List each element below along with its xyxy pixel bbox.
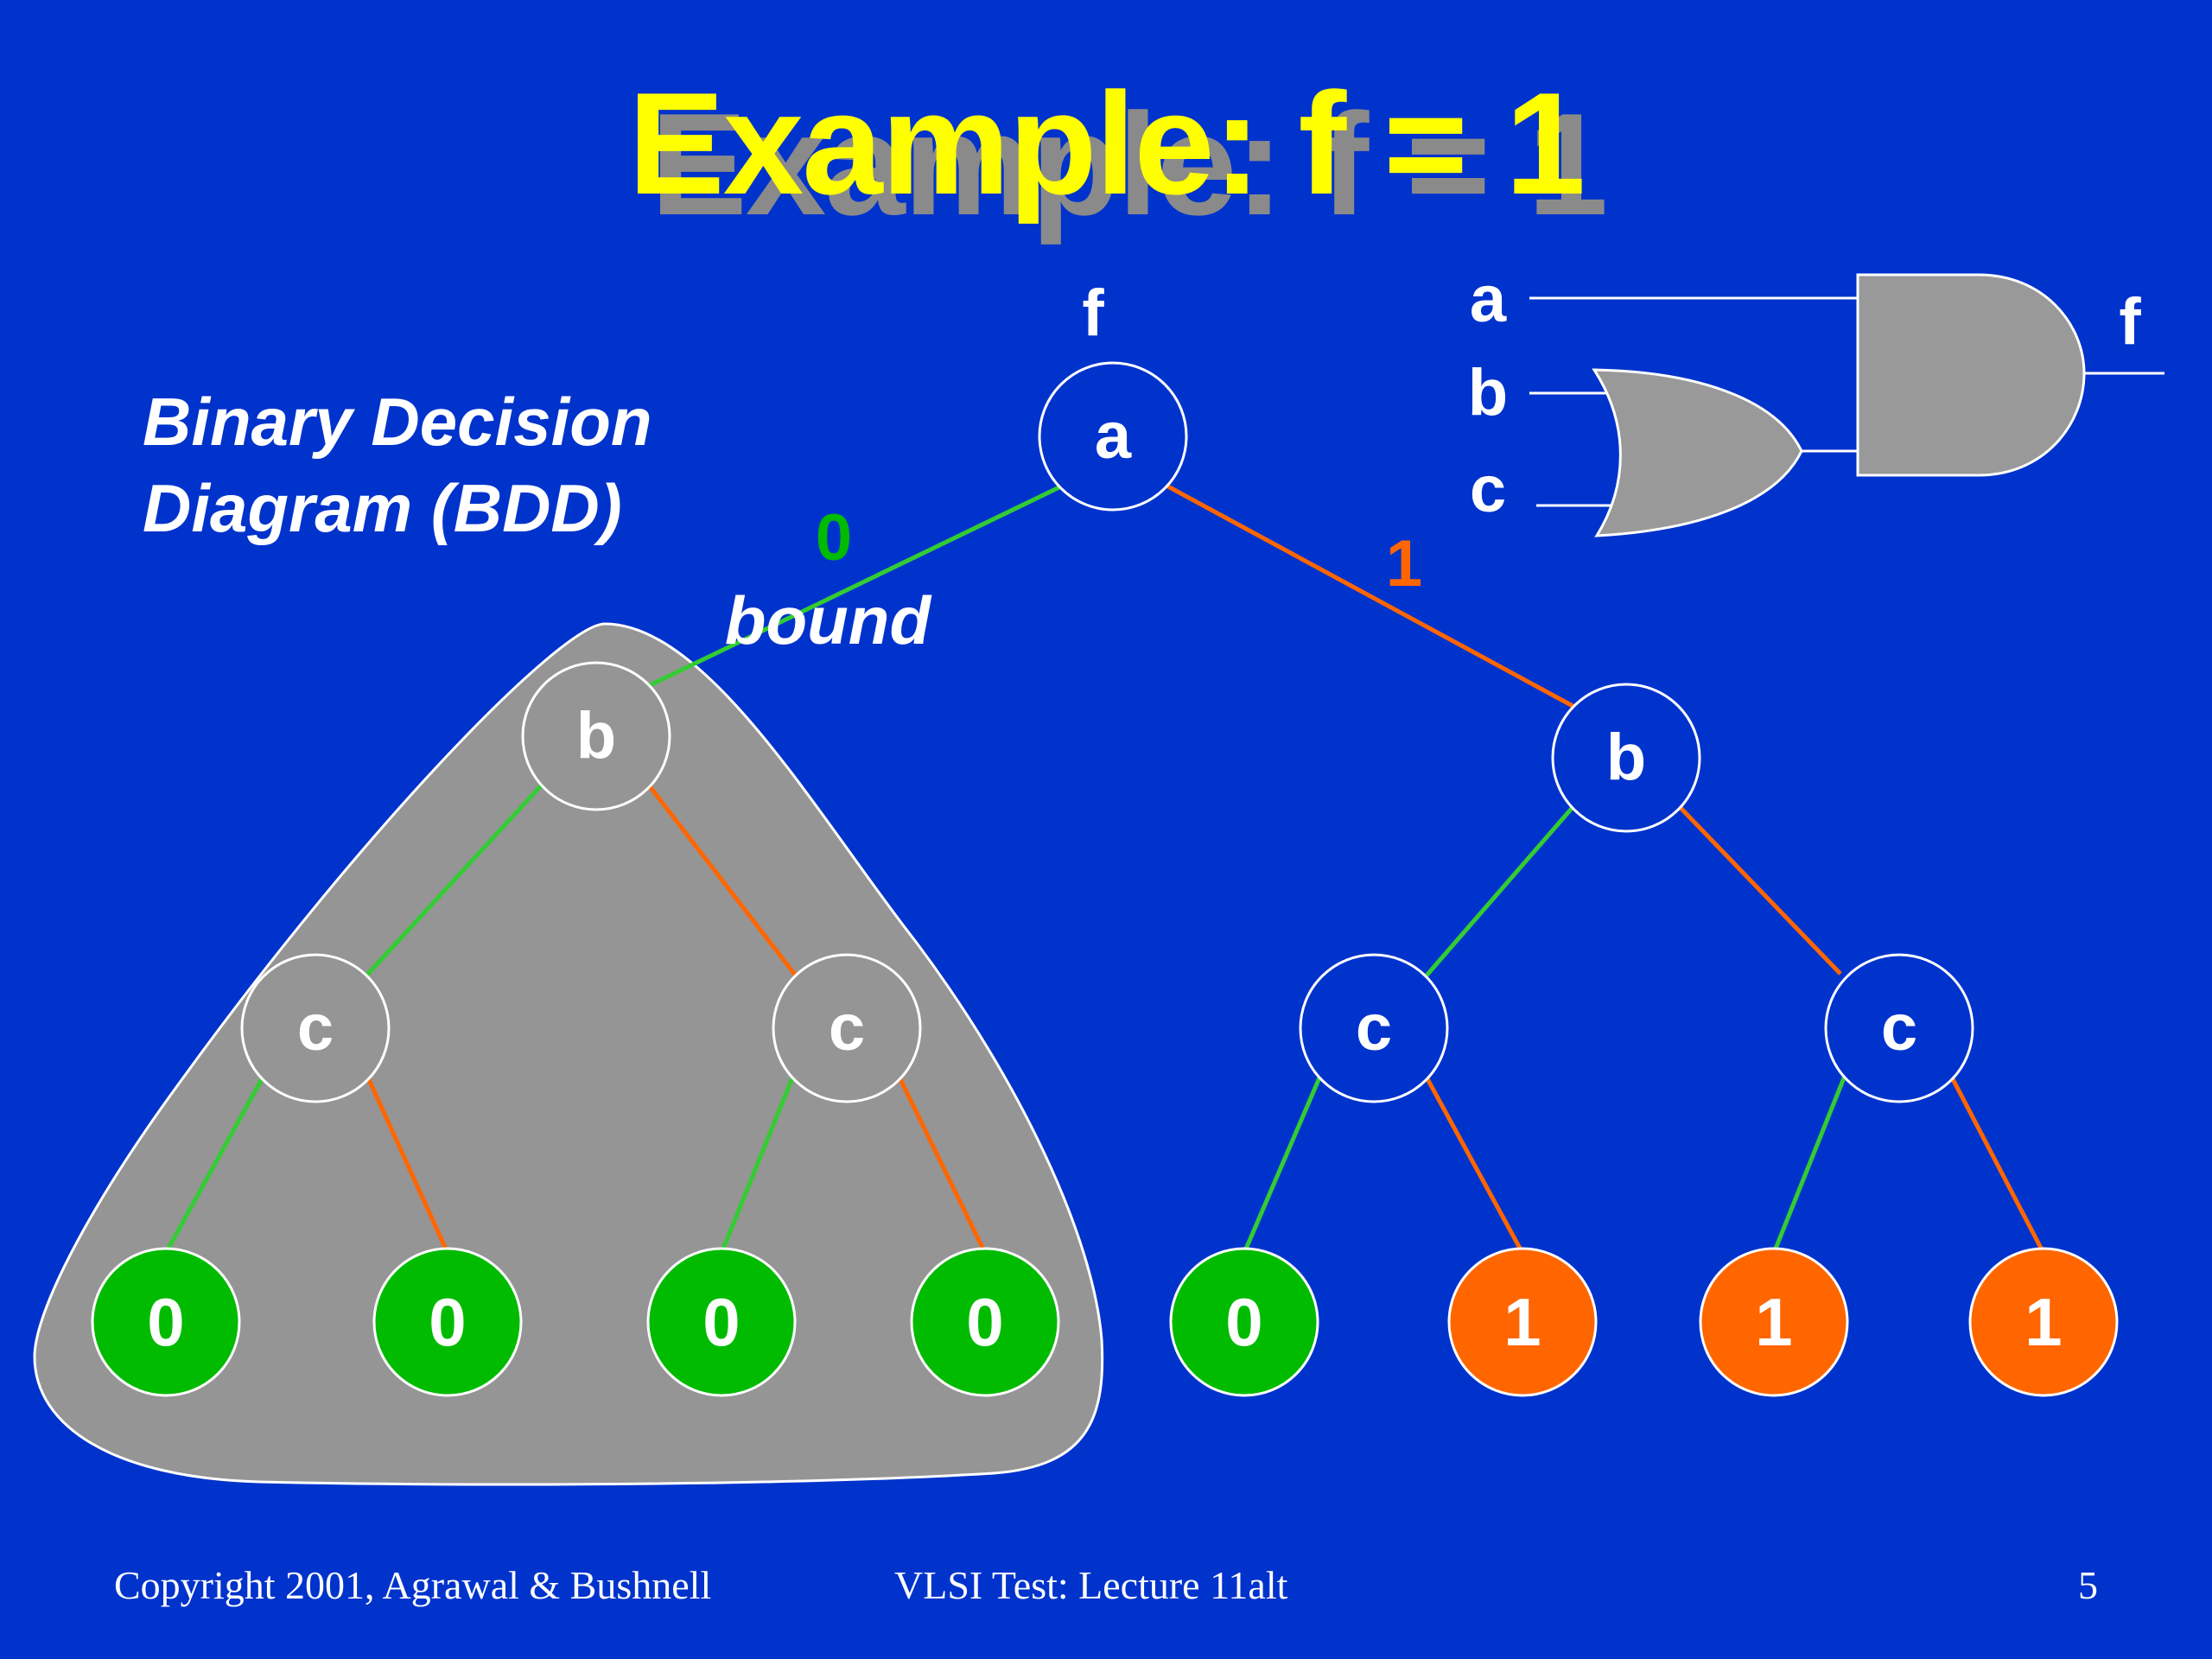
leaf-left-1: [91, 1247, 241, 1397]
bdd-node-c4-label: c: [1881, 991, 1917, 1065]
bdd-node-c1: [240, 953, 391, 1103]
circuit-input-a: a: [1470, 263, 1507, 336]
leaf-left-4-label: 0: [966, 1284, 1003, 1360]
leaf-left-3: [646, 1247, 797, 1397]
leaf-right-2-label: 1: [1503, 1284, 1541, 1360]
bdd-node-c3: [1299, 953, 1449, 1103]
leaf-right-3: [1699, 1247, 1849, 1397]
edge-c4-0: [1771, 1075, 1847, 1254]
bdd-label-line1: Binary Decision: [143, 384, 652, 460]
bdd-node-b-right: [1551, 683, 1701, 833]
leaf-right-1: [1169, 1247, 1319, 1397]
bdd-node-b-right-label: b: [1606, 721, 1646, 794]
footer-page-number: 5: [2078, 1563, 2098, 1607]
bdd-node-a-label: a: [1095, 399, 1132, 473]
bdd-node-c1-label: c: [297, 991, 334, 1065]
bdd-label: Binary Decision Diagram (BDD): [143, 378, 652, 551]
or-gate: [1592, 368, 1803, 537]
slide-title: Example: f = 1: [627, 62, 1586, 225]
bdd-node-c4: [1824, 953, 1974, 1103]
edge-0-label: 0: [816, 501, 852, 575]
and-gate: [1856, 273, 2086, 477]
edge-c3-1: [1423, 1074, 1525, 1255]
edge-a-0: [645, 483, 1065, 690]
edge-c3-0: [1242, 1075, 1323, 1254]
edge-a-1: [1165, 483, 1576, 709]
edge-c2-1: [896, 1074, 988, 1255]
bdd-node-c2-label: c: [829, 991, 865, 1065]
edge-c2-0: [719, 1075, 796, 1254]
footer-copyright: Copyright 2001, Agrawal & Bushnell: [114, 1563, 712, 1607]
bound-region: [33, 622, 1104, 1486]
leaf-left-3-label: 0: [702, 1284, 740, 1360]
edge-c1-0: [163, 1074, 266, 1255]
leaf-right-2: [1447, 1247, 1598, 1397]
bdd-node-b-left: [521, 661, 671, 811]
bdd-node-c3-label: c: [1356, 991, 1392, 1065]
edge-1-label: 1: [1386, 527, 1422, 601]
circuit-input-b: b: [1468, 356, 1508, 429]
circuit-output-f: f: [2119, 285, 2141, 359]
leaf-right-3-label: 1: [1755, 1284, 1792, 1360]
edge-right-b-1: [1679, 806, 1842, 976]
bdd-node-b-left-label: b: [576, 699, 616, 772]
edge-right-b-0: [1424, 804, 1576, 978]
leaf-left-4: [910, 1247, 1060, 1397]
bdd-label-line2: Diagram (BDD): [143, 470, 622, 546]
edge-left-b-0: [365, 780, 546, 976]
circuit-input-c: c: [1470, 453, 1506, 526]
bdd-output-label: f: [1082, 276, 1104, 350]
edge-left-b-1: [645, 780, 797, 976]
bound-label: bound: [725, 582, 932, 658]
bdd-node-c2: [772, 953, 922, 1103]
leaf-left-1-label: 0: [147, 1284, 184, 1360]
leaf-right-4: [1968, 1247, 2119, 1397]
edge-c1-1: [365, 1074, 450, 1255]
leaf-left-2: [372, 1247, 523, 1397]
footer-course: VLSI Test: Lecture 11alt: [894, 1563, 1288, 1607]
logic-circuit: a b c f: [1468, 263, 2164, 537]
edge-c4-1: [1948, 1074, 2046, 1255]
bdd-node-a: [1038, 361, 1188, 512]
leaf-right-4-label: 1: [2024, 1284, 2062, 1360]
leaf-left-2-label: 0: [429, 1284, 466, 1360]
leaf-right-1-label: 0: [1225, 1284, 1262, 1360]
